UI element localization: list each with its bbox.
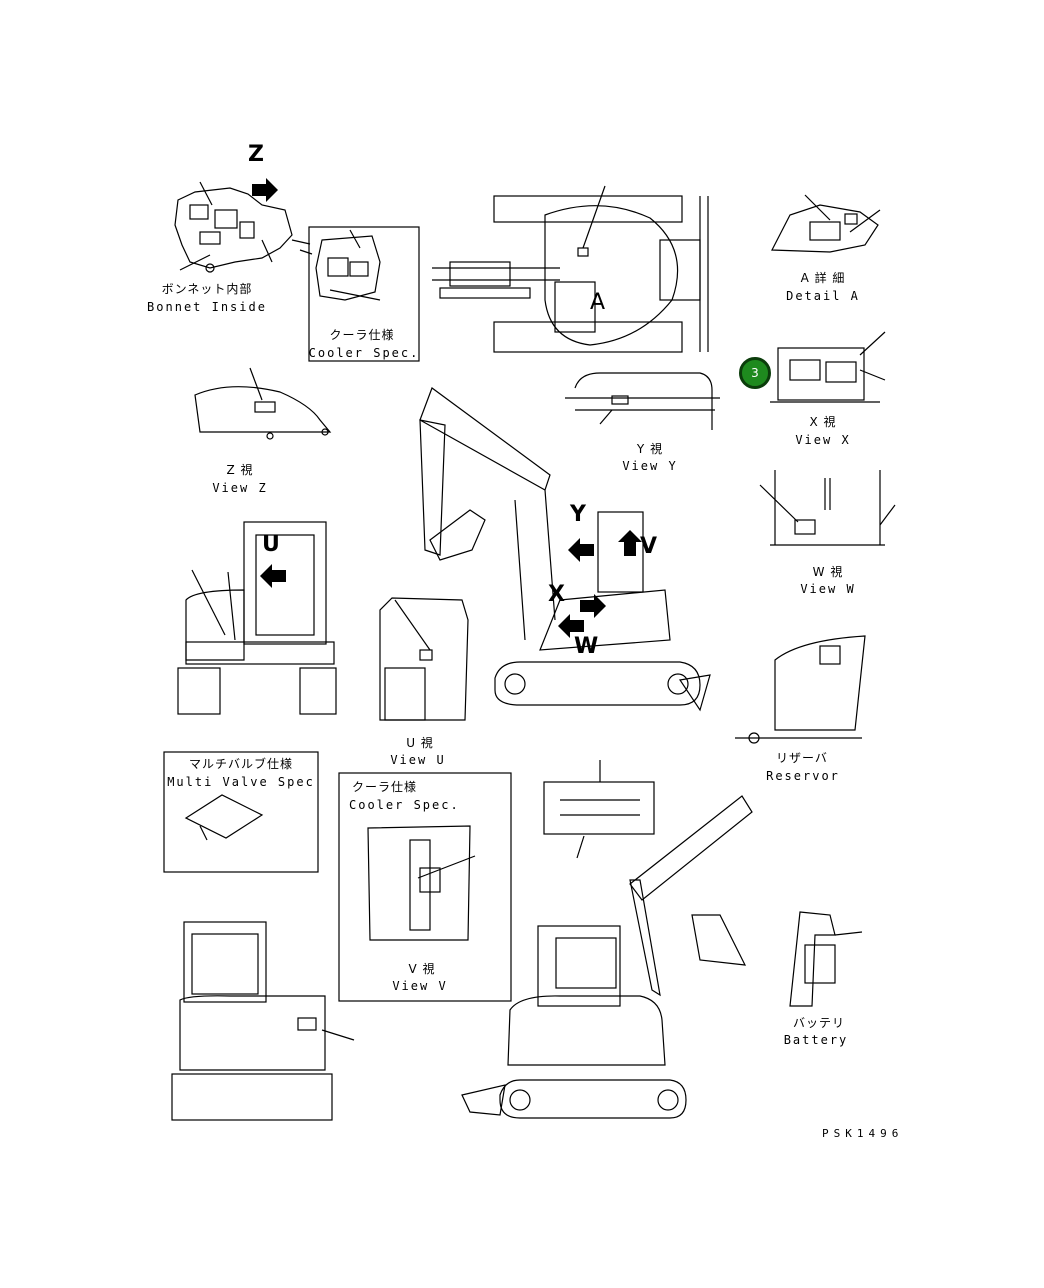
view-v-en: View V [392,979,448,993]
view-z-en: View Z [212,481,268,495]
view-x-en: View X [795,433,851,447]
arrow-w [558,614,584,638]
battery-en: Battery [783,1033,849,1047]
detail-a-sketch [771,194,881,253]
view-u-jp: U 視 [406,736,434,750]
multi-valve-jp: マルチバルブ仕様 [188,757,294,771]
view-u-sketch [379,597,469,721]
rear-view-sketch [171,921,355,1121]
view-w-sketch [759,470,896,546]
cooler-spec-bottom-frame [338,772,512,1002]
bonnet-inside-en: Bonnet Inside [147,300,267,314]
detail-a-en: Detail A [786,289,860,303]
arrow-label-u: U [262,532,280,557]
detail-a-jp: A 詳 細 [800,271,846,285]
arrow-u [260,564,286,588]
cooler-spec-top-frame [308,226,420,362]
arrow-label-v: V [640,534,658,559]
view-w-en: View W [800,582,856,596]
arrow-label-z: Z [248,142,264,167]
cooler-spec-bottom-jp: クーラ仕様 [352,780,418,794]
arrow-y [568,538,594,562]
view-x-jp: X 視 [809,415,837,429]
multi-valve-spec-frame [163,751,319,873]
cooler-spec-top-jp: クーラ仕様 [329,328,395,342]
view-y-en: View Y [622,459,678,473]
bonnet-inside-sketch [174,181,313,273]
view-y-jp: Y 視 [636,442,664,456]
second-excavator-sketch [461,795,753,1119]
drawing-code: PSK1496 [822,1127,904,1140]
arrow-label-x: X [548,582,565,607]
view-z-jp: Z 視 [226,463,254,477]
battery-sketch [789,911,863,1007]
cooler-spec-bottom-en: Cooler Spec. [349,798,460,812]
label-plate-sketch [543,760,655,859]
multi-valve-en: Multi Valve Spec [167,775,315,789]
arrow-z [252,178,278,202]
main-excavator-sketch [419,387,711,712]
arrow-label-a: A [590,290,606,315]
arrow-label-y: Y [570,502,586,527]
view-w-jp: W 視 [812,565,844,579]
reservoir-jp: リザーバ [776,751,828,765]
cab-rear-sketch [177,521,337,715]
reservoir-en: Reservor [766,769,840,783]
view-v-jp: V 視 [408,962,436,976]
view-z-sketch [194,367,332,440]
arrow-x [580,594,606,618]
cooler-spec-top-en: Cooler Spec. [308,346,420,360]
arrow-v [618,530,642,556]
top-view-machine [432,185,709,353]
arrow-label-w: W [574,634,599,659]
view-y-sketch [565,372,720,430]
view-u-en: View U [390,753,446,767]
part-callout-3[interactable]: 3 [739,357,771,389]
bonnet-inside-jp: ボンネット内部 [161,282,253,296]
view-x-sketch [770,331,886,403]
reservoir-sketch [735,635,866,744]
battery-jp: バッテリ [792,1016,846,1030]
